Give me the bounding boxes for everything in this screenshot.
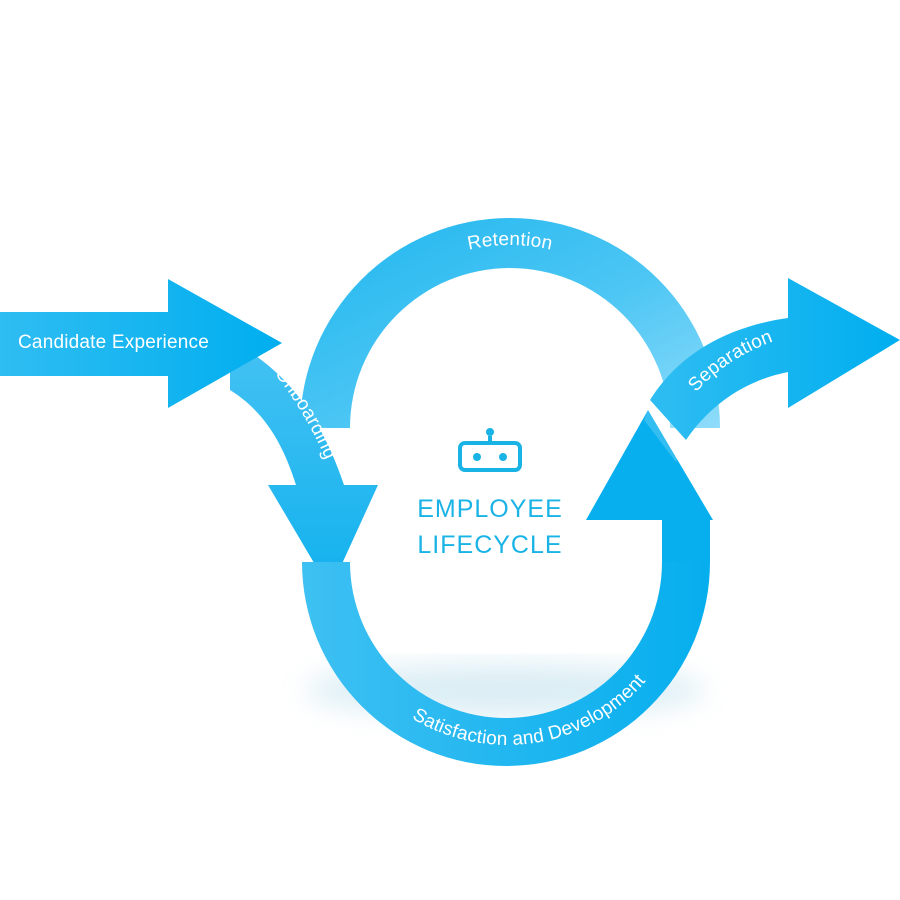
candidate-label: Candidate Experience (18, 332, 209, 353)
separation-band (650, 278, 900, 440)
retention-arc (300, 218, 720, 428)
robot-icon (458, 428, 522, 472)
onboarding-band (230, 340, 378, 590)
center-title-line2: LIFECYCLE (417, 531, 562, 559)
center-title-line1: EMPLOYEE (417, 495, 563, 523)
upward-arrow (586, 410, 713, 562)
candidate-arrow (0, 279, 282, 408)
separation-fold (644, 400, 686, 462)
satisfaction-arc (302, 562, 710, 766)
